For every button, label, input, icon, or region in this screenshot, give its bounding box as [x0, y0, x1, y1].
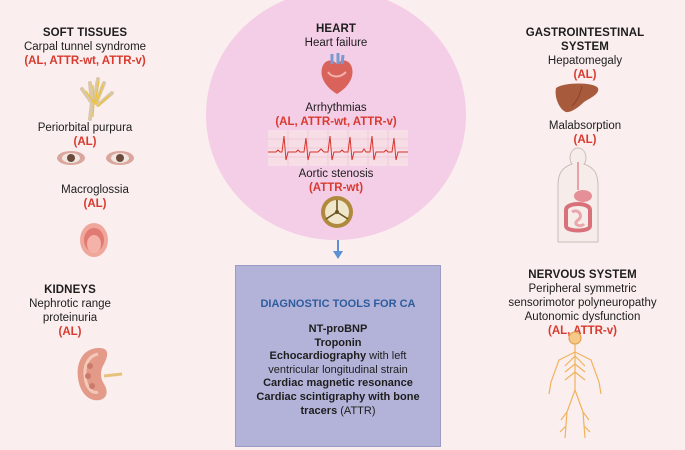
diag-item-scint-tracers: tracers — [300, 404, 338, 417]
malabsorption-label: Malabsorption — [548, 120, 622, 132]
arrhythmias-types: (AL, ATTR-wt, ATTR-v) — [275, 116, 397, 128]
diag-item-cmr: Cardiac magnetic resonance — [263, 377, 413, 390]
tongue-icon — [80, 223, 108, 257]
macroglossia-label: Macroglossia — [61, 184, 129, 196]
carpal-tunnel-types: (AL, ATTR-wt, ATTR-v) — [24, 55, 146, 67]
periorbital-types: (AL) — [73, 136, 97, 148]
diag-item-troponin: Troponin — [314, 336, 362, 349]
kidneys-line1: Nephrotic range — [29, 298, 111, 310]
heart-section: HEART Heart failure — [236, 22, 436, 50]
stenosis-section: Aortic stenosis (ATTR-wt) — [236, 167, 436, 195]
malabsorption-types: (AL) — [573, 134, 597, 146]
kidney-icon — [77, 348, 123, 401]
periorbital-label: Periorbital purpura — [37, 122, 133, 134]
nervous-heading: NERVOUS SYSTEM — [528, 269, 637, 281]
heart-anatomy-icon — [321, 53, 353, 94]
diag-item-ntprobnp: NT-proBNP — [308, 323, 368, 335]
macroglossia-types: (AL) — [83, 198, 107, 210]
diagnostic-list: NT-proBNP Troponin Echocardiography with… — [236, 323, 440, 418]
diag-item-echo-rest: with left — [366, 350, 407, 363]
soft-tissues-heading: SOFT TISSUES — [42, 27, 128, 39]
periorbital-section: Periorbital purpura (AL) — [0, 121, 170, 149]
down-arrow-icon — [333, 240, 343, 259]
stenosis-types: (ATTR-wt) — [308, 182, 364, 194]
malabsorption-section: Malabsorption (AL) — [505, 119, 665, 147]
diag-item-echo-line2: ventricular longitudinal strain — [268, 363, 408, 376]
macroglossia-section: Macroglossia (AL) — [0, 183, 190, 211]
kidneys-line2: proteinuria — [42, 312, 98, 324]
carpal-tunnel-label: Carpal tunnel syndrome — [23, 41, 147, 53]
kidneys-section: KIDNEYS Nephrotic range proteinuria (AL) — [0, 283, 140, 339]
arrhythmias-label: Arrhythmias — [305, 102, 367, 114]
diag-item-echo: Echocardiography — [269, 350, 367, 363]
nervous-types: (AL, ATTR-v) — [548, 325, 617, 337]
nervous-line3: Autonomic dysfunction — [524, 311, 641, 323]
diagnostic-title: DIAGNOSTIC TOOLS FOR CA — [260, 298, 416, 310]
kidneys-heading: KIDNEYS — [44, 284, 96, 296]
soft-tissues-section: SOFT TISSUES Carpal tunnel syndrome (AL,… — [0, 26, 170, 68]
diagnostic-tools-box: DIAGNOSTIC TOOLS FOR CA NT-proBNP Tropon… — [235, 265, 441, 447]
gi-heading-line1: GASTROINTESTINAL — [525, 27, 645, 39]
digestive-tract-icon — [557, 147, 599, 243]
heart-failure-label: Heart failure — [304, 37, 368, 49]
diag-item-scint: Cardiac scintigraphy with bone — [256, 390, 420, 403]
aortic-valve-icon — [321, 196, 353, 228]
stenosis-label: Aortic stenosis — [298, 168, 374, 180]
hand-nerve-icon — [80, 77, 114, 121]
kidneys-types: (AL) — [58, 326, 82, 338]
heart-heading: HEART — [315, 23, 357, 35]
nervous-line2: sensorimotor polyneuropathy — [508, 297, 657, 309]
eye-icon — [57, 151, 134, 165]
nervous-section: NERVOUS SYSTEM Peripheral symmetric sens… — [490, 268, 675, 338]
gi-section: GASTROINTESTINAL SYSTEM Hepatomegaly (AL… — [505, 26, 665, 82]
liver-icon — [555, 83, 599, 113]
diag-item-scint-rest: (ATTR) — [337, 404, 376, 417]
ecg-trace-icon — [268, 130, 408, 166]
hepatomegaly-label: Hepatomegaly — [547, 55, 623, 67]
arrhythmias-section: Arrhythmias (AL, ATTR-wt, ATTR-v) — [236, 101, 436, 129]
gi-heading-line2: SYSTEM — [561, 41, 609, 53]
hepatomegaly-types: (AL) — [573, 69, 597, 81]
nervous-line1: Peripheral symmetric — [528, 283, 637, 295]
nervous-system-icon — [548, 331, 602, 439]
